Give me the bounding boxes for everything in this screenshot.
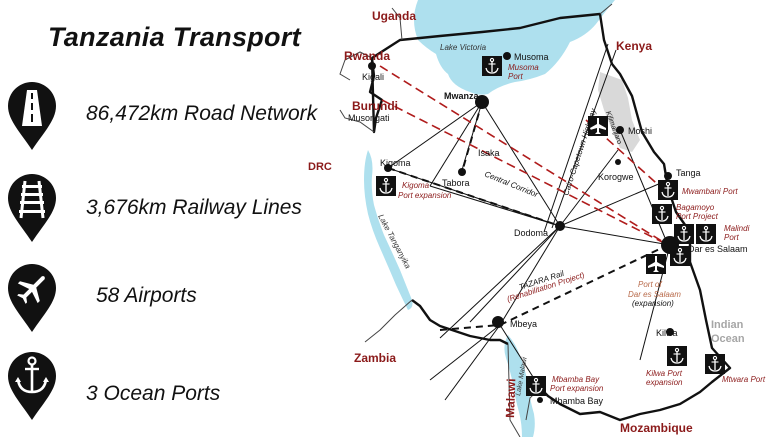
label-musoma: Musoma [514,52,549,62]
label-mozambique: Mozambique [620,421,693,435]
kilimanjaro-region [598,72,640,152]
label-kigoma-port-1: Kigoma [402,181,430,190]
tanzania-map: Uganda Kenya Rwanda Burundi DRC Zambia M… [308,0,766,437]
label-bagamoyo-1: Bagamoyo [676,203,715,212]
page-title: Tanzania Transport [48,22,301,52]
label-dodoma: Dodoma [514,228,548,238]
label-musoma-port-2: Port [508,72,523,81]
label-mwambani-port: Mwambani Port [682,187,738,196]
lake-tanganyika [364,150,413,310]
lake-victoria [414,0,615,95]
anchor-icon [8,352,56,420]
label-dar-port-2: Dar es Salaam [628,290,681,299]
label-malindi-2: Port [724,233,739,242]
stat-road-network: 86,472km Road Network [0,80,340,160]
railway-icon [8,174,56,242]
label-kenya: Kenya [616,39,652,53]
stat-railway-text: 3,676km Railway Lines [86,196,302,219]
label-dar-port-3: (expansion) [632,299,674,308]
stat-ocean-ports: 3 Ocean Ports [0,350,340,430]
stat-railway-lines: 3,676km Railway Lines [0,172,340,252]
label-musoma-port-1: Musoma [508,63,539,72]
airplane-icon [8,264,56,332]
label-mbamba-bay: Mbamba Bay [550,396,604,406]
label-tabora: Tabora [442,178,470,188]
label-central-corridor: Central Corridor [483,170,539,200]
label-malawi: Malawi [503,378,518,418]
label-mwanza: Mwanza [444,91,480,101]
label-indian-ocean-2: Ocean [711,333,745,345]
stat-road-text: 86,472km Road Network [86,102,318,125]
stat-ports-text: 3 Ocean Ports [86,382,221,405]
label-kilwa: Kilwa [656,328,678,338]
stat-airports: 58 Airports [0,262,340,342]
label-indian-ocean-1: Indian [711,319,744,331]
label-uganda: Uganda [372,9,416,23]
label-lake-victoria: Lake Victoria [440,43,487,52]
label-mbeya: Mbeya [510,319,537,329]
road-icon [8,82,56,150]
label-burundi: Burundi [352,99,398,113]
label-korogwe: Korogwe [598,172,634,182]
label-kigoma-port-2: Port expansion [398,191,452,200]
label-kilwa-port-1: Kilwa Port [646,369,683,378]
label-mbamba-port-2: Port expansion [550,384,604,393]
label-bagamoyo-2: Port Project [676,212,719,221]
label-isaka: Isaka [478,148,500,158]
label-mtwara-port: Mtwara Port [722,375,766,384]
label-kilwa-port-2: expansion [646,378,683,387]
label-moshi: Moshi [628,126,652,136]
label-mbamba-port-1: Mbamba Bay [552,375,600,384]
label-drc: DRC [308,161,332,173]
stat-airports-text: 58 Airports [96,284,197,307]
label-dar-port-1: Port of [638,280,662,289]
label-rwanda: Rwanda [344,49,390,63]
label-musongati: Musongati [348,113,390,123]
label-kigoma: Kigoma [380,158,411,168]
label-malindi-1: Malindi [724,224,750,233]
label-dar-es-salaam: Dar es Salaam [688,244,748,254]
label-kigali: Kigali [362,72,384,82]
label-tanga: Tanga [676,168,701,178]
label-zambia: Zambia [354,351,396,365]
